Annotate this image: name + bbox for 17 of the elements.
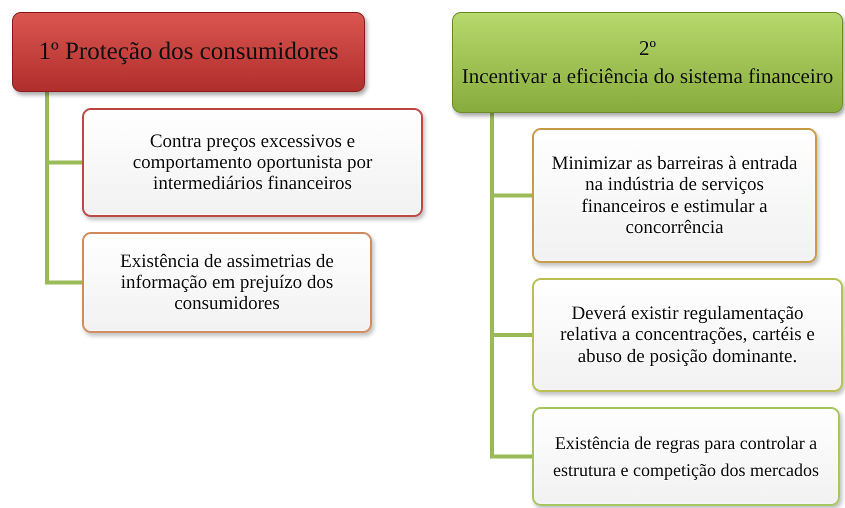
heading-text: Incentivar a eficiência do sistema financeiro <box>462 64 834 88</box>
content-text: Existência de assimetrias de informação em prejuízo dos consumidores <box>119 250 335 314</box>
content-box <box>82 108 423 217</box>
connector-line <box>490 113 532 458</box>
content-text: Contra preços excessivos e comportamento oportunista por intermediários financeiros <box>132 130 374 194</box>
content-text: Minimizar as barreiras à entrada na indústria de serviços financeiros e estimular a concorrência <box>550 152 798 238</box>
content-text: Deverá existir regulamentação relativa a concentrações, cartéis e abuso de posição dominante. <box>559 303 816 367</box>
content-box <box>532 128 817 263</box>
content-box <box>82 232 372 333</box>
content-box <box>532 278 843 392</box>
heading-box <box>452 12 843 113</box>
content-text: Existência de regras para controlar a <box>554 433 818 454</box>
content-text: estrutura e competição dos mercados <box>553 460 819 480</box>
heading-box <box>12 12 365 92</box>
heading-text: 1º Proteção dos consumidores <box>38 38 339 66</box>
content-box <box>532 407 840 506</box>
heading-text: 2º <box>638 36 656 60</box>
